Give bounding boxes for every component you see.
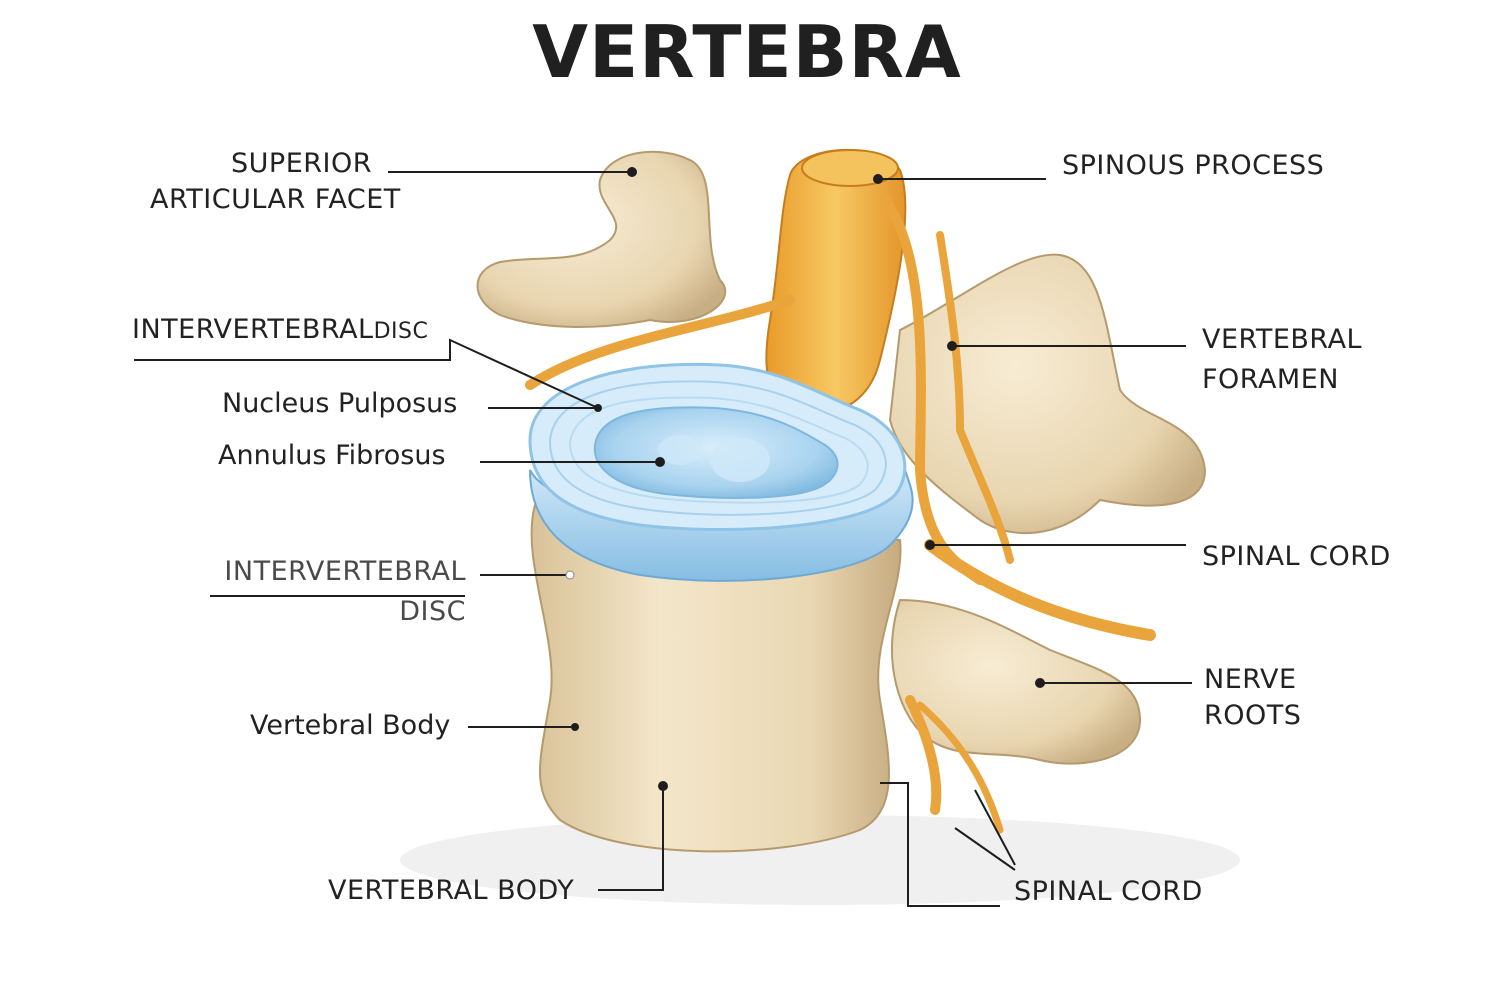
label-intervertebral-disc-top: INTERVERTEBRALDISC [132, 312, 428, 350]
transverse-process-right [890, 255, 1205, 533]
label-nerve-roots: NERVE ROOTS [1204, 662, 1301, 734]
label-vertebral-foramen: VERTEBRAL FORAMEN [1202, 320, 1362, 400]
page-title: VERTEBRA [0, 10, 1494, 94]
label-intervertebral-disc-mid: INTERVERTEBRAL DISC [200, 552, 466, 632]
label-nucleus-pulposus: Nucleus Pulposus [222, 386, 457, 422]
label-superior-articular-facet: SUPERIOR ARTICULAR FACET [150, 146, 372, 218]
label-spinal-cord-right: SPINAL CORD [1202, 539, 1391, 575]
label-spinal-cord-bottom: SPINAL CORD [1014, 874, 1203, 910]
label-nerve-roots-line1: NERVE [1204, 662, 1301, 698]
label-spinous-process: SPINOUS PROCESS [1062, 148, 1324, 184]
label-superior-line1: SUPERIOR [150, 146, 372, 182]
label-nerve-roots-line2: ROOTS [1204, 698, 1301, 734]
label-vertebral-body-caps: VERTEBRAL BODY [328, 873, 574, 909]
label-intervertebral-main: INTERVERTEBRAL [132, 314, 374, 345]
label-vertebral-foramen-line1: VERTEBRAL [1202, 320, 1362, 360]
label-annulus-fibrosus: Annulus Fibrosus [218, 438, 446, 474]
superior-articular-facet-shape [478, 152, 726, 327]
label-intervertebral-mid-line1: INTERVERTEBRAL [200, 552, 466, 592]
label-intervertebral-suffix: DISC [374, 319, 429, 344]
label-intervertebral-mid-line2: DISC [200, 592, 466, 632]
spinous-process-column [766, 150, 905, 413]
label-vertebral-body-lower: Vertebral Body [250, 708, 450, 744]
label-vertebral-foramen-line2: FORAMEN [1202, 360, 1362, 400]
label-superior-line2: ARTICULAR FACET [150, 182, 372, 218]
